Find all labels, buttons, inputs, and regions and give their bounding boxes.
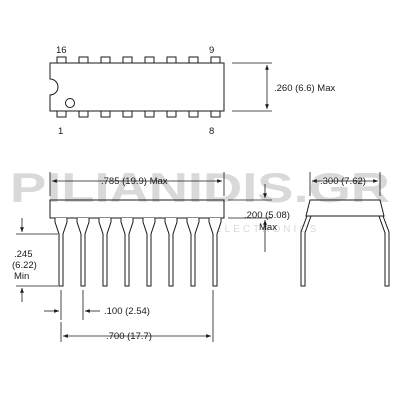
top-pin-lower xyxy=(144,110,155,118)
dim-label-body-height-max: Max xyxy=(259,222,277,233)
pin-label-16: 16 xyxy=(56,45,67,56)
side-lead xyxy=(142,218,156,287)
pin1-indicator-dot xyxy=(65,98,75,108)
top-pins-upper xyxy=(56,56,221,64)
top-pin-upper xyxy=(100,56,111,64)
end-view-lead-right xyxy=(378,215,390,287)
top-pin-lower xyxy=(78,110,89,118)
side-view xyxy=(16,172,272,342)
watermark: PILIANIDIS.GR ELECTRONICS xyxy=(10,164,390,235)
top-view xyxy=(49,56,272,118)
dim-label-pitch: .100 (2.54) xyxy=(104,306,150,317)
top-pins-lower xyxy=(56,110,221,118)
side-lead xyxy=(54,218,68,287)
top-pin-upper xyxy=(122,56,133,64)
pin-label-1: 1 xyxy=(58,126,63,137)
side-lead xyxy=(208,218,222,287)
top-pin-lower xyxy=(188,110,199,118)
watermark-line1: PILIANIDIS.GR xyxy=(10,164,390,211)
pin-label-8: 8 xyxy=(209,126,214,137)
top-pin-lower xyxy=(210,110,221,118)
side-view-body xyxy=(49,199,225,219)
dim-label-width: .260 (6.6) Max xyxy=(274,83,335,94)
dim-label-span: .700 (17.7) xyxy=(106,331,152,342)
dim-label-length: .785 (19.9) Max xyxy=(101,176,168,187)
top-pin-lower xyxy=(100,110,111,118)
side-lead xyxy=(98,218,112,287)
dim-label-lead-length-in: .245 xyxy=(14,249,33,260)
top-pin-lower xyxy=(56,110,67,118)
top-pin-upper xyxy=(56,56,67,64)
top-pin-upper xyxy=(210,56,221,64)
end-view-body xyxy=(305,199,385,217)
top-pin-upper xyxy=(166,56,177,64)
dim-label-row-spacing: .300 (7.62) xyxy=(320,176,366,187)
top-view-body xyxy=(49,62,225,112)
side-lead xyxy=(120,218,134,287)
dim-label-lead-length-mm: (6.22) xyxy=(12,260,37,271)
top-pin-lower xyxy=(122,110,133,118)
end-view xyxy=(300,172,390,287)
side-view-leads xyxy=(54,218,222,287)
top-pin-upper xyxy=(188,56,199,64)
side-lead xyxy=(186,218,200,287)
top-pin-lower xyxy=(166,110,177,118)
top-pin-upper xyxy=(144,56,155,64)
pin-label-9: 9 xyxy=(209,45,214,56)
top-pin-upper xyxy=(78,56,89,64)
side-lead xyxy=(76,218,90,287)
watermark-line2: ELECTRONICS xyxy=(215,224,319,235)
dim-label-lead-length-min: Min xyxy=(14,271,29,282)
end-view-lead-left xyxy=(300,215,312,287)
side-lead xyxy=(164,218,178,287)
dim-label-body-height: .200 (5.08) xyxy=(244,210,290,221)
